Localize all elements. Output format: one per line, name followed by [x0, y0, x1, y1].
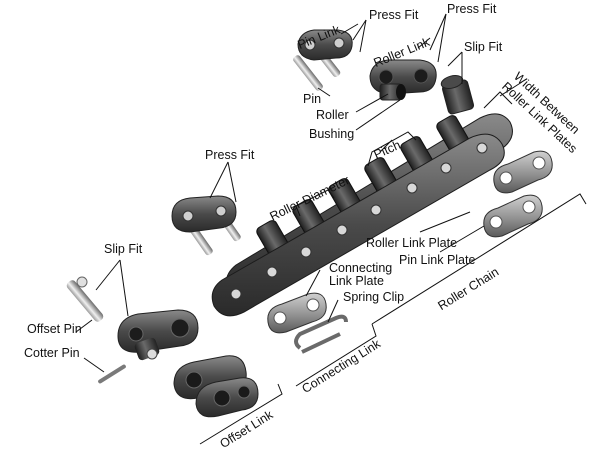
pin-link-plate-label: Pin Link Plate [399, 253, 476, 267]
cotter-pin-part [98, 364, 126, 384]
pin-link-plate-part [483, 194, 543, 238]
leader-lines [75, 13, 587, 445]
connecting-link-plate-part [267, 292, 327, 334]
cotter-pin-label: Cotter Pin [24, 346, 80, 360]
slip-fit-link-part [117, 309, 199, 361]
connecting-link-plate-label-line1: Connecting [329, 261, 393, 275]
offset-pin-part [66, 276, 104, 322]
offset-link-part [173, 355, 259, 418]
slip-fit-label-top: Slip Fit [464, 40, 503, 54]
roller-link-plate-part [493, 150, 553, 194]
press-fit-label-top-left: Press Fit [369, 8, 419, 22]
spring-clip-label: Spring Clip [343, 290, 405, 304]
roller-link-plate-label: Roller Link Plate [366, 236, 458, 250]
connecting-link-plate-label-line2: Link Plate [329, 274, 384, 288]
pin-label: Pin [303, 92, 322, 106]
roller-link-part [369, 59, 437, 101]
press-fit-label-top-right: Press Fit [447, 2, 497, 16]
offset-pin-label: Offset Pin [27, 322, 82, 336]
pin-link-part [293, 29, 353, 91]
press-fit-label-middle: Press Fit [205, 148, 255, 162]
spring-clip-part [294, 314, 348, 354]
roller-chain-part [211, 113, 513, 317]
separate-roller-part [440, 75, 475, 115]
bushing-label: Bushing [309, 127, 355, 141]
press-fit-link-part [171, 195, 241, 256]
slip-fit-label-left: Slip Fit [104, 242, 143, 256]
roller-label: Roller [316, 108, 349, 122]
